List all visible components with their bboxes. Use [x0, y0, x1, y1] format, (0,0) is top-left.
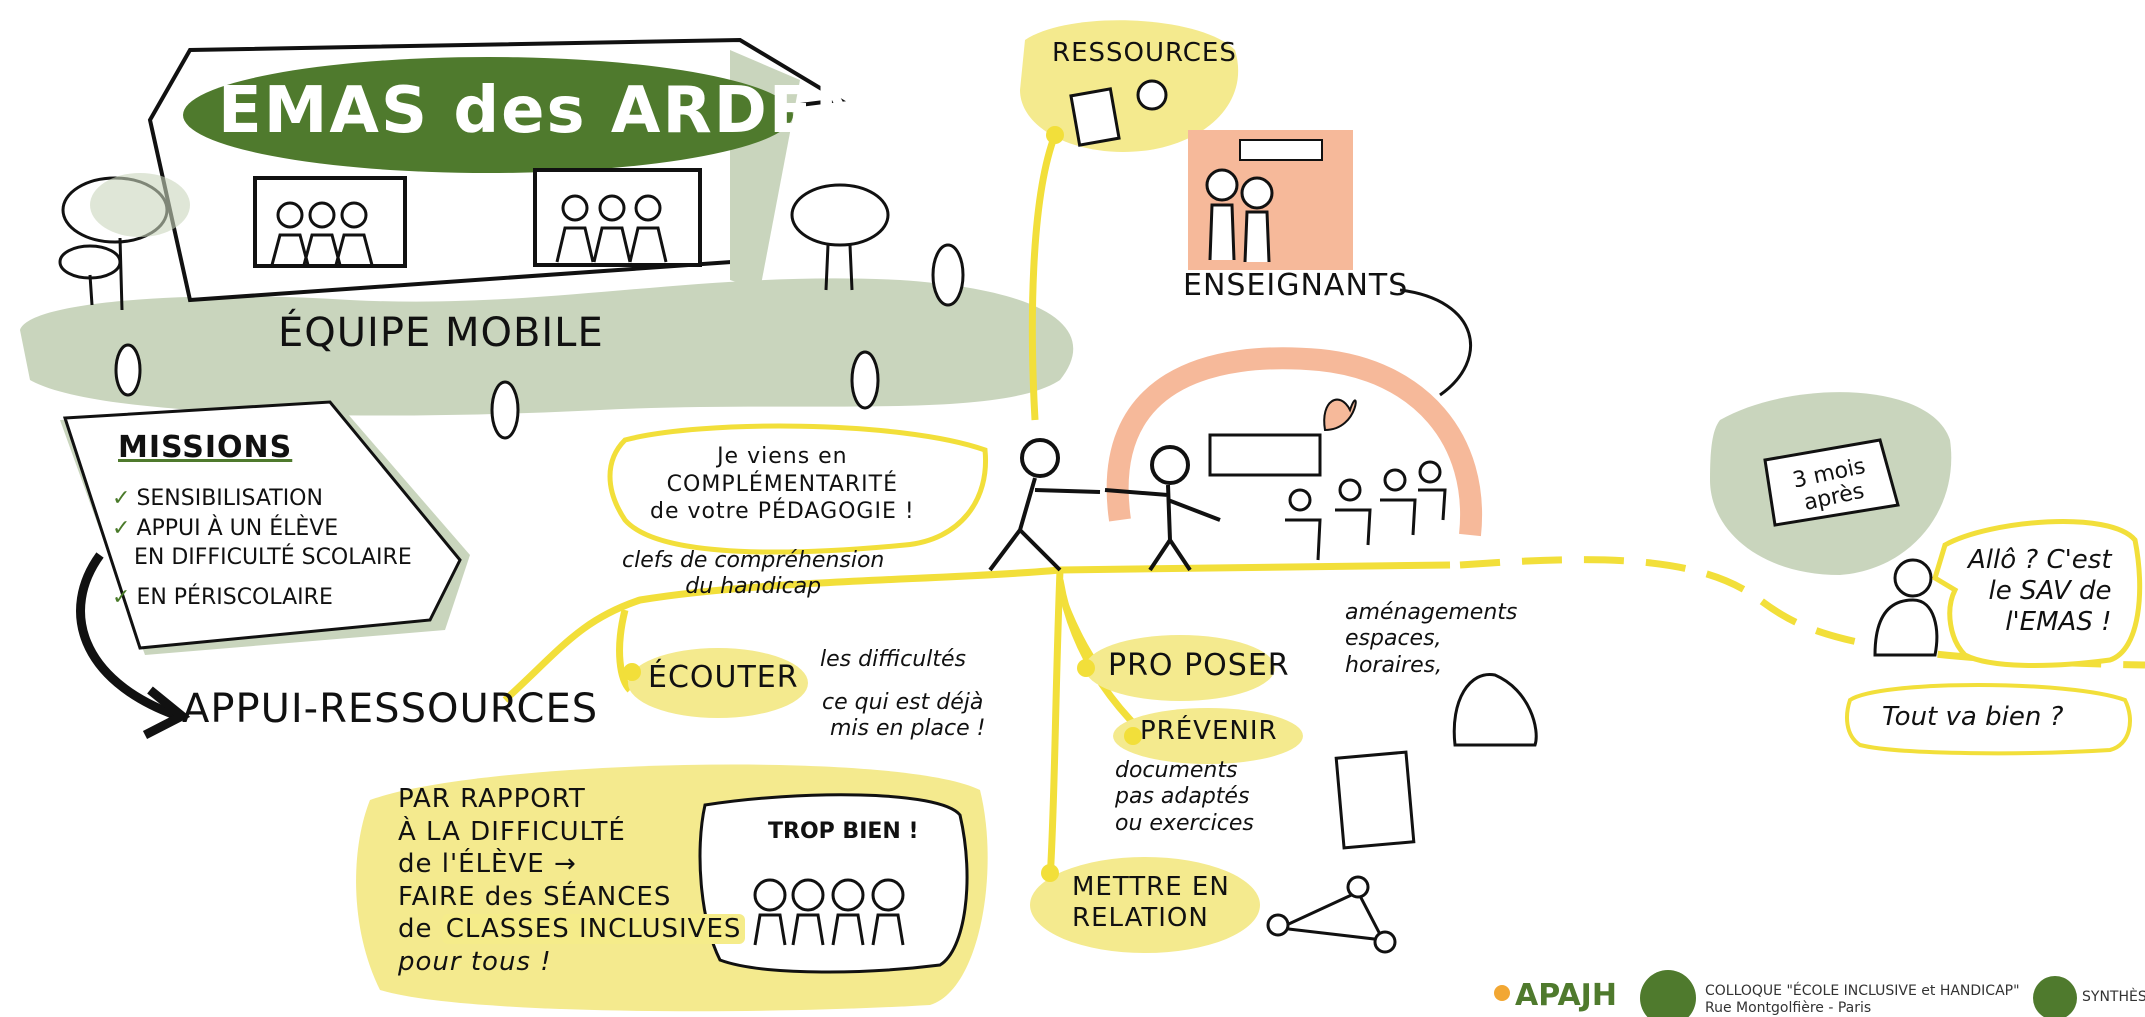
- proposer-items: aménagements espaces, horaires,: [1345, 600, 1518, 678]
- check-icon: ✓: [112, 584, 131, 610]
- mission-item: ✓APPUI À UN ÉLÈVE: [112, 515, 339, 541]
- missions-arrow-icon: [76, 552, 177, 720]
- window-people-icon: [270, 194, 668, 266]
- apajh-flower-icon: [1494, 985, 1510, 1001]
- trop-bien-label: TROP BIEN !: [768, 819, 919, 844]
- network-icon: [1266, 875, 1397, 954]
- par-rapport-text: PAR RAPPORT À LA DIFFICULTÉ de l'ÉLÈVE →…: [398, 783, 746, 978]
- classroom-board-icon: [1208, 433, 1322, 477]
- arrow-head-icon: [142, 686, 191, 740]
- connector-lines: [502, 133, 2145, 881]
- ground-shape: [20, 278, 1074, 416]
- fire-icon: [1323, 398, 1357, 432]
- connector-dot: [1041, 864, 1059, 882]
- missions-heading: MISSIONS: [118, 430, 293, 465]
- missions-paper: [62, 400, 462, 650]
- documents-icon: [1334, 750, 1416, 850]
- check-icon: ✓: [112, 486, 131, 511]
- tree-foliage-shape: [90, 173, 190, 237]
- speech-bubble-text: Je viens en COMPLÉMENTARITÉ de votre PÉD…: [650, 444, 915, 524]
- proposer-label: PRO POSER: [1108, 648, 1290, 683]
- connector-dot: [1124, 727, 1142, 745]
- teachers-icon: [1205, 168, 1274, 263]
- proposer-highlight: [1085, 635, 1275, 701]
- mission-item: EN DIFFICULTÉ SCOLAIRE: [134, 545, 412, 570]
- synthese-badge-icon: [2033, 976, 2077, 1017]
- students-icon: [1285, 460, 1447, 561]
- missions-list: ✓SENSIBILISATION ✓APPUI À UN ÉLÈVE EN DI…: [112, 483, 412, 613]
- appui-ressources-label: APPUI-RESSOURCES: [182, 686, 599, 732]
- prevenir-label: PRÉVENIR: [1140, 716, 1278, 746]
- calendar-icon: [1763, 438, 1900, 527]
- mission-item: ✓EN PÉRISCOLAIRE: [112, 584, 333, 610]
- mission-item: ✓SENSIBILISATION: [112, 486, 323, 511]
- lightbulb-icon: [1136, 79, 1168, 111]
- tout-va-bien-bubble: [1845, 683, 2132, 756]
- synthese-footer: SYNTHÈSE: [2082, 989, 2145, 1005]
- ecouter-item: les difficultés: [820, 647, 966, 672]
- title-banner: [183, 57, 793, 173]
- allo-text: Allô ? C'est le SAV de l'EMAS !: [1968, 545, 2112, 638]
- enseignants-arrow-icon: [1399, 288, 1473, 397]
- classroom-arch: [1106, 347, 1483, 537]
- document-icon: [1069, 87, 1121, 147]
- prevenir-highlight: [1113, 708, 1303, 764]
- check-icon: ✓: [112, 515, 131, 541]
- speech-bubble: [607, 423, 989, 555]
- connector-dot: [1077, 659, 1095, 677]
- cheering-people-icon: [753, 878, 905, 946]
- ecouter-label: ÉCOUTER: [648, 660, 799, 695]
- enseignants-label: ENSEIGNANTS: [1183, 268, 1409, 303]
- ressources-label: RESSOURCES: [1052, 38, 1237, 68]
- tout-va-bien-text: Tout va bien ?: [1882, 702, 2064, 732]
- allo-bubble: [1932, 519, 2143, 668]
- connector-dot: [623, 663, 641, 681]
- mettre-highlight: [1030, 857, 1260, 953]
- colloque-footer: COLLOQUE "ÉCOLE INCLUSIVE et HANDICAP" R…: [1705, 983, 2020, 1016]
- classes-inclusives-highlight: CLASSES INCLUSIVES: [441, 914, 746, 944]
- prevenir-items: documents pas adaptés ou exercices: [1115, 758, 1254, 836]
- ecouter-item: ce qui est déjà mis en place !: [822, 690, 986, 742]
- connector-dot: [1046, 126, 1064, 144]
- colloque-badge-icon: [1640, 970, 1696, 1017]
- equipe-mobile-label: ÉQUIPE MOBILE: [278, 310, 604, 356]
- clefs-text: clefs de compréhension du handicap: [622, 548, 885, 600]
- handshake-people-icon: [988, 438, 1221, 572]
- apajh-logo: APAJH: [1515, 978, 1617, 1013]
- ecouter-highlight: [628, 648, 808, 718]
- page-title: EMAS des ARDENNES: [218, 74, 1020, 148]
- phone-person-icon: [1873, 558, 1939, 657]
- reader-icon: [1452, 672, 1538, 747]
- mettre-en-relation-label: METTRE EN RELATION: [1072, 872, 1230, 934]
- pin-icon: [114, 243, 965, 440]
- board-frame-icon: [1239, 139, 1323, 161]
